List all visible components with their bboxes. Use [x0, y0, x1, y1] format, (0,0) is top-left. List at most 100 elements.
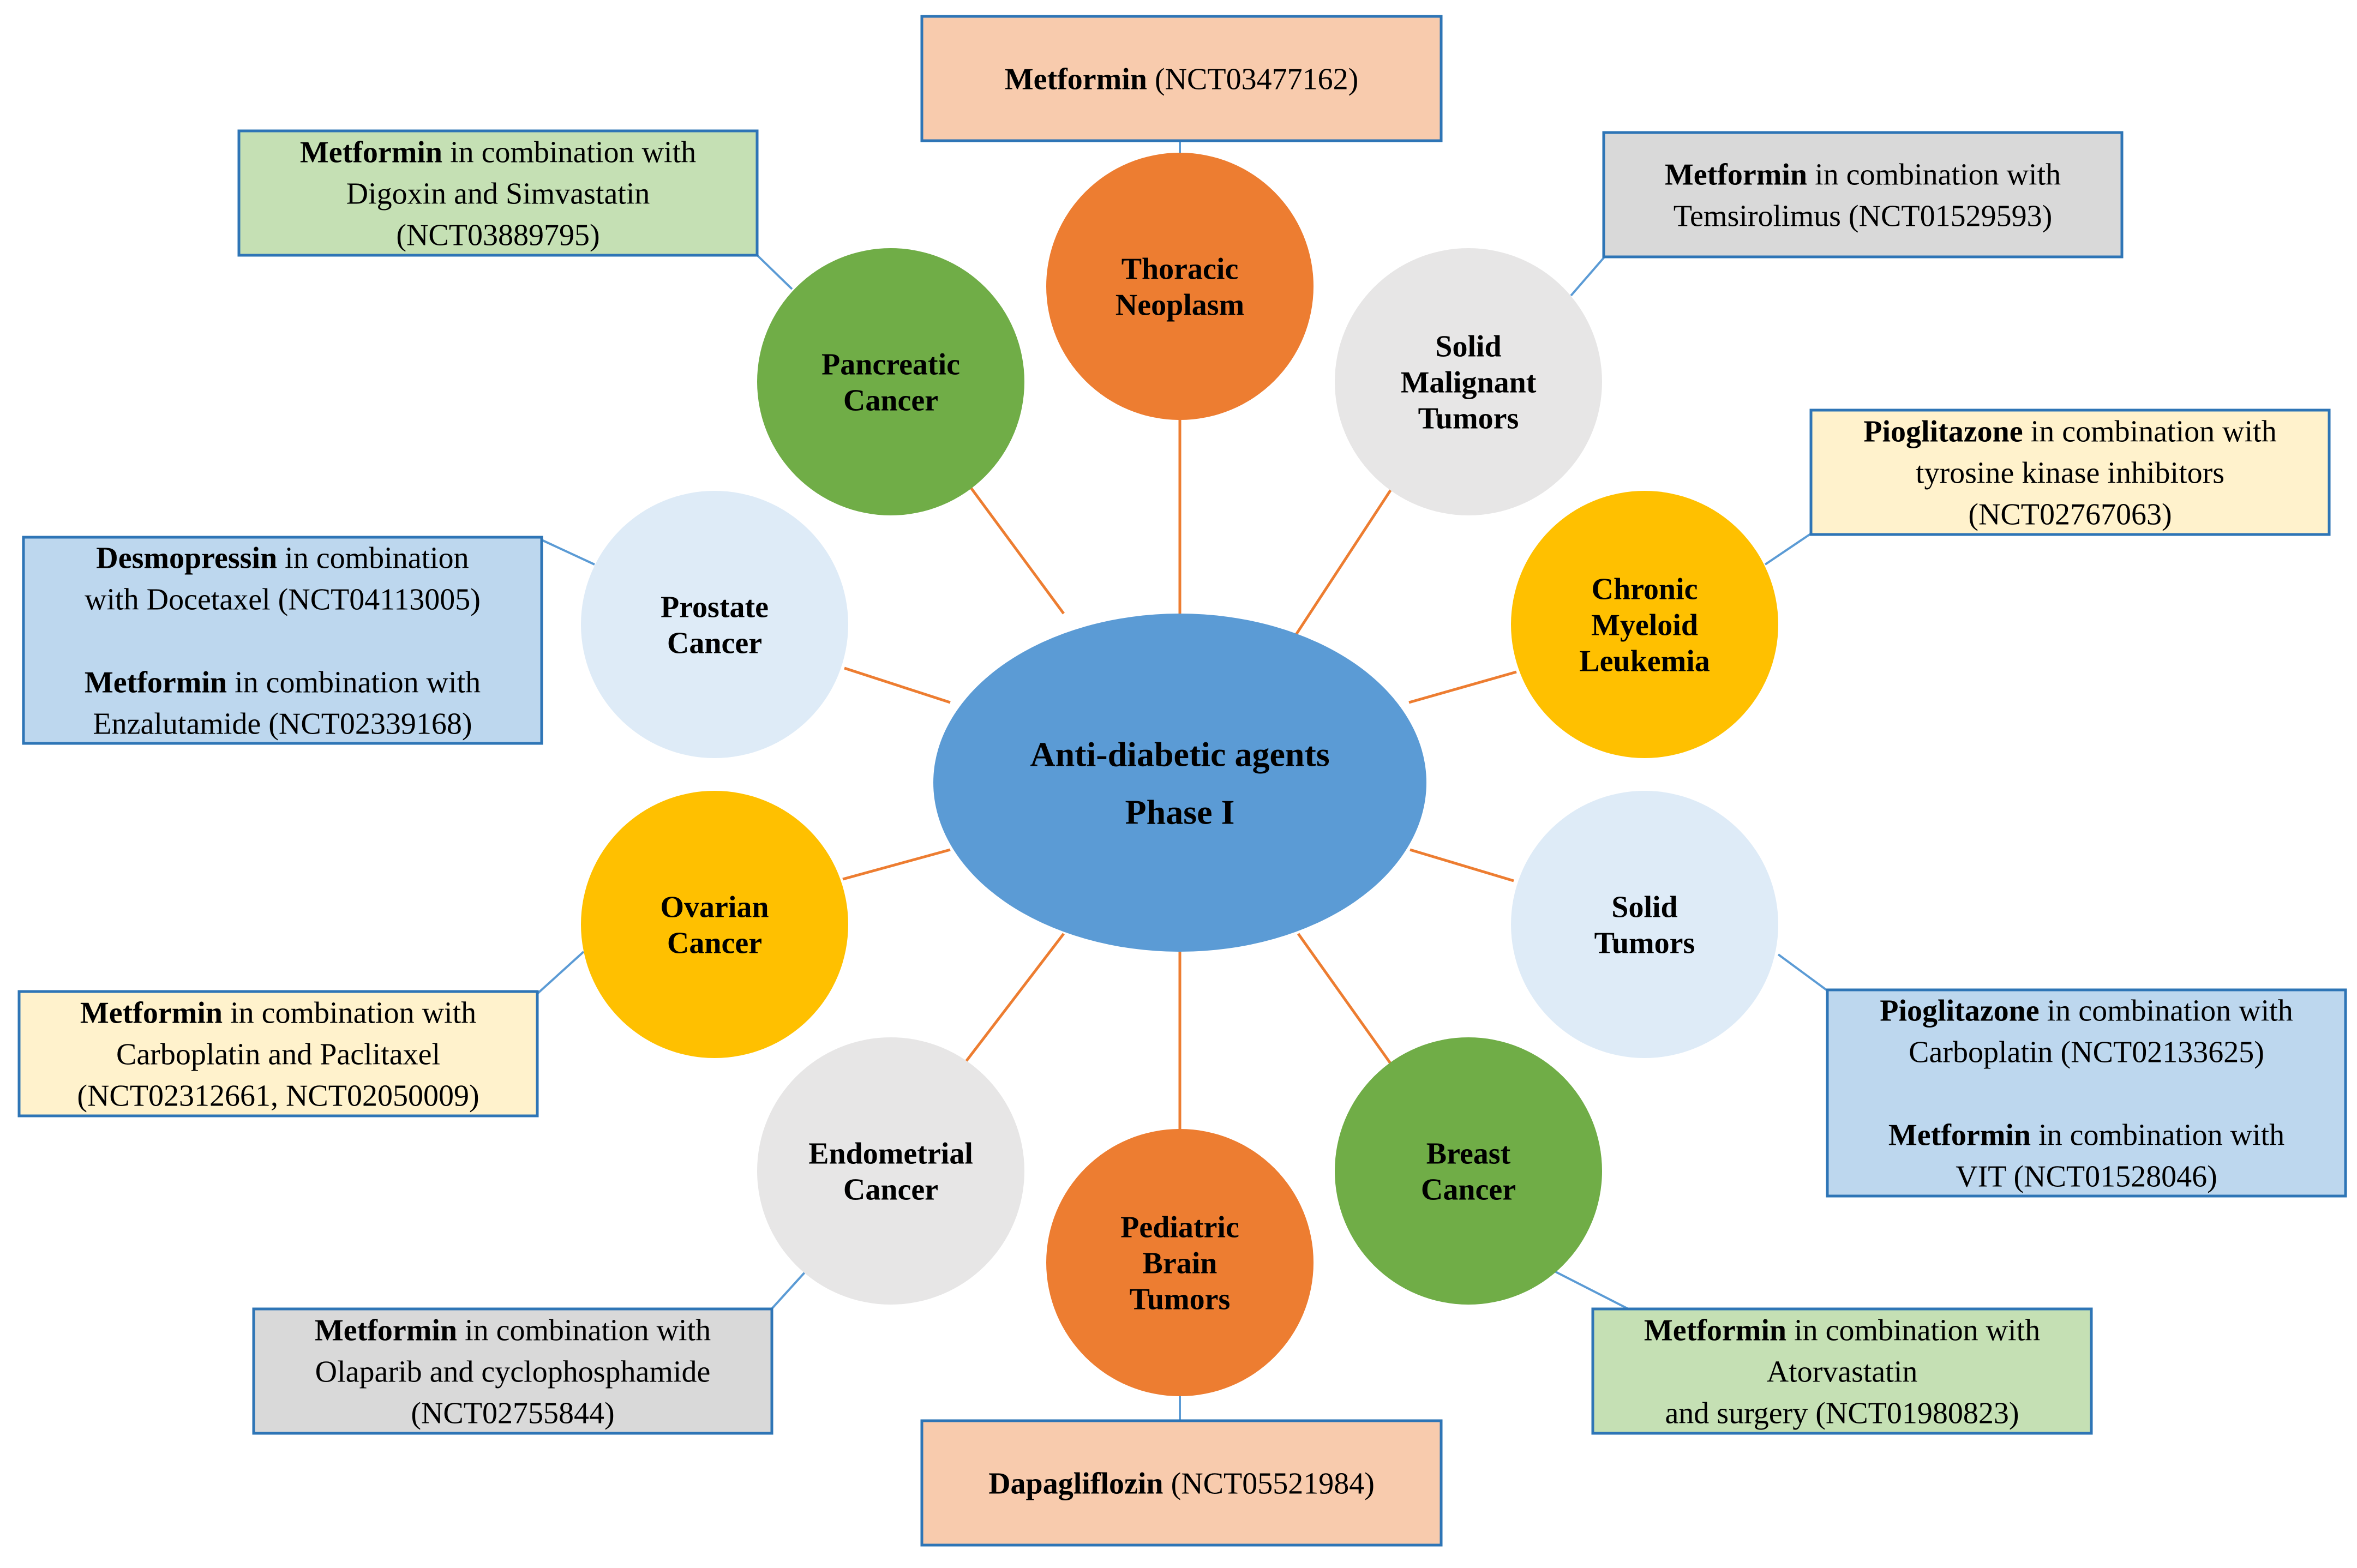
trial-text: (NCT02755844)	[411, 1397, 614, 1431]
node-label-line: Solid	[1611, 891, 1677, 924]
trial-box-line: (NCT02755844)	[411, 1397, 614, 1431]
node-label-line: Cancer	[667, 627, 762, 660]
hub-label-line: Phase I	[1125, 792, 1235, 831]
trial-text: in combination with	[227, 666, 481, 700]
node-label-line: Neoplasm	[1115, 289, 1244, 322]
connector-line-cml	[1764, 531, 1815, 566]
drug-name: Pioglitazone	[1880, 994, 2039, 1028]
trial-box-pancreatic	[237, 129, 759, 257]
node-label-line: Cancer	[667, 927, 762, 960]
trial-box-line: Metformin in combination with	[1665, 158, 2061, 192]
trial-text: Atorvastatin	[1767, 1355, 1918, 1389]
trial-box-ovarian	[17, 990, 539, 1118]
node-label-line: Cancer	[843, 384, 938, 418]
connector-line-breast	[1553, 1270, 1634, 1313]
trial-box-line: Atorvastatin	[1767, 1355, 1918, 1389]
trial-text: in combination with	[457, 1314, 711, 1348]
spoke-line-solid-tumors	[1410, 848, 1514, 882]
node-label-line: Pediatric	[1120, 1211, 1239, 1245]
drug-name: Desmopressin	[96, 542, 277, 575]
node-label-line: Prostate	[661, 591, 769, 624]
trial-text: Digoxin and Simvastatin	[346, 177, 650, 211]
trial-box-line: Pioglitazone in combination with	[1863, 415, 2276, 449]
trial-box-line: Carboplatin (NCT02133625)	[1909, 1036, 2264, 1070]
trial-box-line: Olaparib and cyclophosphamide	[315, 1355, 711, 1389]
spoke-line-breast	[1297, 933, 1395, 1069]
connector-line-solid-malignant	[1570, 254, 1608, 297]
trial-text: Enzalutamide (NCT02339168)	[93, 707, 472, 741]
trial-text: (NCT02767063)	[1968, 498, 2172, 532]
trial-box-thoracic	[920, 15, 1443, 142]
drug-name: Metformin	[1665, 158, 1807, 192]
trial-box-solid-tumors	[1826, 988, 2347, 1198]
trial-box-line: (NCT03889795)	[396, 219, 599, 253]
spoke-line-endometrial	[963, 933, 1065, 1065]
connector-line-prostate	[541, 539, 595, 566]
connector-line-pancreatic	[754, 253, 793, 290]
trial-text: Carboplatin and Paclitaxel	[116, 1038, 440, 1072]
trial-box-breast	[1591, 1307, 2093, 1435]
trial-box-line: Pioglitazone in combination with	[1880, 994, 2293, 1028]
node-label-line: Tumors	[1594, 927, 1695, 960]
trial-text: in combination with	[442, 136, 696, 170]
node-label-line: Chronic	[1592, 573, 1698, 606]
node-circle-endometrial	[757, 1037, 1024, 1305]
trial-box-line: tyrosine kinase inhibitors	[1916, 456, 2224, 490]
trial-box-line: with Docetaxel (NCT04113005)	[85, 583, 481, 617]
trial-box-line: Metformin in combination with	[1888, 1119, 2284, 1152]
node-label-line: Thoracic	[1121, 253, 1239, 286]
trial-box-pediatric-brain	[920, 1419, 1443, 1547]
trial-box-prostate	[22, 536, 543, 745]
node-label-line: Pancreatic	[821, 348, 960, 382]
trial-text: Olaparib and cyclophosphamide	[315, 1355, 711, 1389]
trial-text: and surgery (NCT01980823)	[1665, 1397, 2019, 1431]
drug-name: Metformin	[1888, 1119, 2031, 1152]
node-circle-solid-tumors	[1511, 791, 1778, 1058]
node-circle-pediatric-brain	[1046, 1129, 1314, 1396]
node-label-line: Brain	[1143, 1247, 1218, 1281]
trial-text: (NCT02312661, NCT02050009)	[77, 1079, 479, 1113]
trial-text: with Docetaxel (NCT04113005)	[85, 583, 481, 617]
trial-box-line: Desmopressin in combination	[96, 542, 469, 575]
trial-box-endometrial	[252, 1307, 773, 1435]
drug-name: Metformin	[1005, 63, 1147, 97]
node-circle-breast	[1335, 1037, 1602, 1305]
node-label-line: Leukemia	[1579, 645, 1710, 678]
trial-text: in combination	[277, 542, 469, 575]
trial-box-line: VIT (NCT01528046)	[1956, 1160, 2217, 1194]
spoke-lines	[842, 420, 1517, 1129]
drug-name: Pioglitazone	[1863, 415, 2023, 449]
connector-lines	[536, 141, 1831, 1421]
node-circle-pancreatic	[757, 248, 1024, 515]
node-label-line: Tumors	[1130, 1283, 1231, 1317]
trial-box-line: Metformin in combination with	[1644, 1314, 2040, 1348]
connector-line-ovarian	[536, 951, 585, 995]
trial-text: tyrosine kinase inhibitors	[1916, 456, 2224, 490]
trial-box-solid-malignant	[1602, 131, 2124, 259]
trial-box-line: Temsirolimus (NCT01529593)	[1674, 200, 2052, 233]
node-label-line: Endometrial	[808, 1137, 973, 1171]
node-label-line: Cancer	[1421, 1173, 1516, 1207]
trial-text: in combination with	[2023, 415, 2277, 449]
trial-box-line: Metformin in combination with	[80, 996, 476, 1030]
drug-name: Metformin	[85, 666, 227, 700]
trial-text: Temsirolimus (NCT01529593)	[1674, 200, 2052, 233]
trial-box-line: Metformin in combination with	[300, 136, 696, 170]
trial-box-line: and surgery (NCT01980823)	[1665, 1397, 2019, 1431]
trial-box-line: Dapagliflozin (NCT05521984)	[988, 1467, 1375, 1501]
hub-ellipse	[933, 614, 1426, 952]
trial-text: (NCT03477162)	[1147, 63, 1358, 97]
trial-text: in combination with	[2040, 994, 2293, 1028]
trial-text: in combination with	[2031, 1119, 2284, 1152]
trial-box-line: Enzalutamide (NCT02339168)	[93, 707, 472, 741]
node-label-line: Cancer	[843, 1173, 938, 1207]
drug-name: Metformin	[1644, 1314, 1786, 1348]
